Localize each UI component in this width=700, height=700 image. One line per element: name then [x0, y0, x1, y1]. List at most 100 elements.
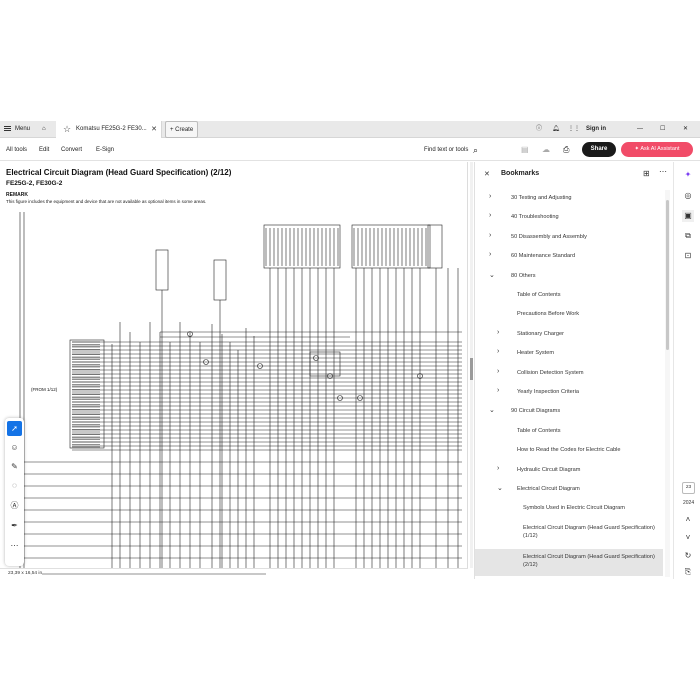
bookmark-item[interactable]: ›50 Disassembly and Assembly [475, 229, 663, 248]
bookmark-item[interactable]: Table of Contents [475, 287, 663, 306]
document-viewer[interactable]: Electrical Circuit Diagram (Head Guard S… [0, 162, 468, 568]
scrollbar-thumb[interactable] [470, 358, 473, 380]
junction-symbol [337, 395, 343, 401]
page-number-input[interactable]: 23 [682, 482, 695, 494]
convert-button[interactable]: Convert [61, 147, 83, 153]
document-tab[interactable]: ☆ Komatsu FE25G-2 FE30... ✕ [56, 121, 162, 138]
bookmark-item[interactable]: ›60 Maintenance Standard [475, 248, 663, 267]
help-icon[interactable]: ⓘ [536, 126, 543, 132]
bell-icon[interactable]: 🔔︎ [552, 126, 560, 132]
tab-title: Komatsu FE25G-2 FE30... [76, 126, 147, 132]
bookmark-item[interactable]: Table of Contents [475, 423, 663, 442]
save-icon[interactable]: ▤ [521, 145, 529, 154]
scrollbar-thumb[interactable] [666, 200, 669, 350]
bookmark-label: Table of Contents [517, 427, 561, 434]
window-close-icon[interactable]: ✕ [683, 126, 689, 132]
bookmark-item[interactable]: ⌄Electrical Circuit Diagram [475, 481, 663, 500]
fill-sign-icon[interactable]: ✒ [11, 521, 18, 530]
chevron-up-icon[interactable]: ˄ [685, 515, 691, 524]
all-tools-button[interactable]: All tools [6, 147, 28, 153]
text-box-icon[interactable]: Ⓐ [10, 501, 19, 510]
bookmark-label: 80 Others [511, 272, 536, 279]
close-panel-icon[interactable]: ✕ [484, 171, 490, 178]
menu-button[interactable]: Menu [4, 121, 30, 138]
comment-icon[interactable]: ☺ [10, 443, 19, 452]
chevron-down-icon[interactable]: ⌄ [497, 485, 503, 492]
chevron-right-icon[interactable]: › [489, 251, 492, 259]
home-icon[interactable]: ⌂ [42, 126, 46, 132]
file-info-icon[interactable]: ⎘ [684, 567, 692, 576]
chat-icon[interactable]: ◎ [684, 191, 692, 200]
document-title: Electrical Circuit Diagram (Head Guard S… [6, 168, 232, 177]
chevron-right-icon[interactable]: › [497, 367, 500, 375]
bookmark-item[interactable]: ⌄ 80 Others [475, 268, 663, 287]
print-icon[interactable]: ⎙ [563, 145, 570, 154]
acrobat-window: Menu ⌂ ☆ Komatsu FE25G-2 FE30... ✕ + Cre… [0, 121, 700, 579]
horizontal-scrollbar[interactable] [42, 573, 266, 575]
sign-in-link[interactable]: Sign in [586, 126, 606, 132]
bookmarks-scrollbar[interactable] [665, 190, 670, 577]
upload-cloud-icon[interactable]: ☁ [542, 145, 550, 154]
chevron-right-icon[interactable]: › [497, 464, 500, 472]
highlight-pen-icon[interactable]: ✎ [11, 462, 18, 471]
create-button[interactable]: + Create [165, 121, 199, 138]
edit-button[interactable]: Edit [39, 147, 50, 153]
bookmark-item[interactable]: Precautions Before Work [475, 306, 663, 325]
bookmark-label: Heater System [517, 350, 554, 357]
apps-grid-icon[interactable]: ⋮⋮ [568, 126, 580, 132]
quick-tools-bar: ➚ ☺ ✎ ◌ Ⓐ ✒ ⋯ [5, 418, 24, 566]
more-options-icon[interactable]: ⋯ [659, 167, 667, 176]
document-scrollbar[interactable] [470, 162, 473, 568]
junction-symbol [203, 359, 209, 365]
bookmark-panel-icon[interactable]: ▣ [682, 210, 694, 222]
esign-button[interactable]: E-Sign [96, 147, 115, 153]
more-tools-icon[interactable]: ⋯ [10, 541, 19, 550]
chevron-right-icon[interactable]: › [497, 348, 500, 356]
minimize-icon[interactable]: — [637, 126, 643, 132]
junction-symbol [417, 373, 423, 379]
ai-assistant-icon[interactable]: ✦ [684, 170, 692, 179]
chevron-down-icon[interactable]: ⌄ [489, 271, 495, 279]
bookmark-label: Table of Contents [517, 292, 561, 298]
remark-text: This figure includes the equipment and d… [6, 199, 207, 204]
lock-file-icon[interactable]: ⊡ [684, 251, 692, 260]
bookmark-label: Collision Detection System [517, 369, 584, 376]
chevron-right-icon[interactable]: › [489, 231, 492, 239]
bookmark-item[interactable]: ›Stationary Charger [475, 326, 663, 345]
star-icon[interactable]: ☆ [63, 124, 72, 134]
rotate-icon[interactable]: ↻ [684, 551, 692, 560]
connector-block [263, 224, 341, 269]
draw-icon[interactable]: ◌ [12, 481, 17, 490]
bookmark-item[interactable]: ›Hydraulic Circuit Diagram [475, 462, 663, 481]
relay-symbol [309, 351, 341, 377]
bookmark-item[interactable]: ›Yearly Inspection Criteria [475, 384, 663, 403]
bookmark-item[interactable]: Electrical Circuit Diagram (Head Guard S… [475, 548, 663, 576]
maximize-icon[interactable]: ☐ [660, 126, 666, 132]
ai-assistant-button[interactable]: ✦ Ask AI Assistant [621, 142, 693, 157]
close-tab-icon[interactable]: ✕ [151, 126, 157, 133]
pages-icon[interactable]: ⧉ [685, 231, 691, 240]
chevron-down-icon[interactable]: ˅ [685, 533, 691, 542]
bookmark-item[interactable]: › Collision Detection System [475, 365, 663, 384]
chevron-right-icon[interactable]: › [489, 193, 492, 200]
bookmark-item[interactable]: › Heater System [475, 345, 663, 364]
chevron-right-icon[interactable]: › [497, 387, 500, 394]
select-cursor-icon[interactable]: ➚ [7, 421, 22, 436]
document-model: FE25G-2, FE30G-2 [6, 180, 63, 187]
chevron-right-icon[interactable]: › [497, 328, 500, 336]
circuit-schematic [19, 212, 462, 568]
find-text-button[interactable]: Find text or tools [424, 147, 469, 153]
junction-symbol [313, 355, 319, 361]
bookmark-item[interactable]: How to Read the Codes for Electric Cable [475, 442, 663, 461]
add-bookmark-icon[interactable]: ⊞ [643, 169, 650, 178]
bookmark-item[interactable]: ⌄90 Circuit Diagrams [475, 403, 663, 422]
chevron-down-icon[interactable]: ⌄ [489, 407, 495, 415]
bookmark-item[interactable]: ›40 Troubleshooting [475, 209, 663, 228]
search-icon[interactable]: ⌕ [473, 145, 479, 155]
bookmark-item[interactable]: Electrical Circuit Diagram (Head Guard S… [475, 520, 663, 547]
from-label: (FROM 1/12) [31, 387, 58, 392]
chevron-right-icon[interactable]: › [489, 212, 492, 220]
share-button[interactable]: Share [582, 142, 616, 157]
bookmark-item[interactable]: Symbols Used in Electric Circuit Diagram [475, 500, 663, 519]
bookmark-item[interactable]: ›30 Testing and Adjusting [475, 190, 663, 209]
